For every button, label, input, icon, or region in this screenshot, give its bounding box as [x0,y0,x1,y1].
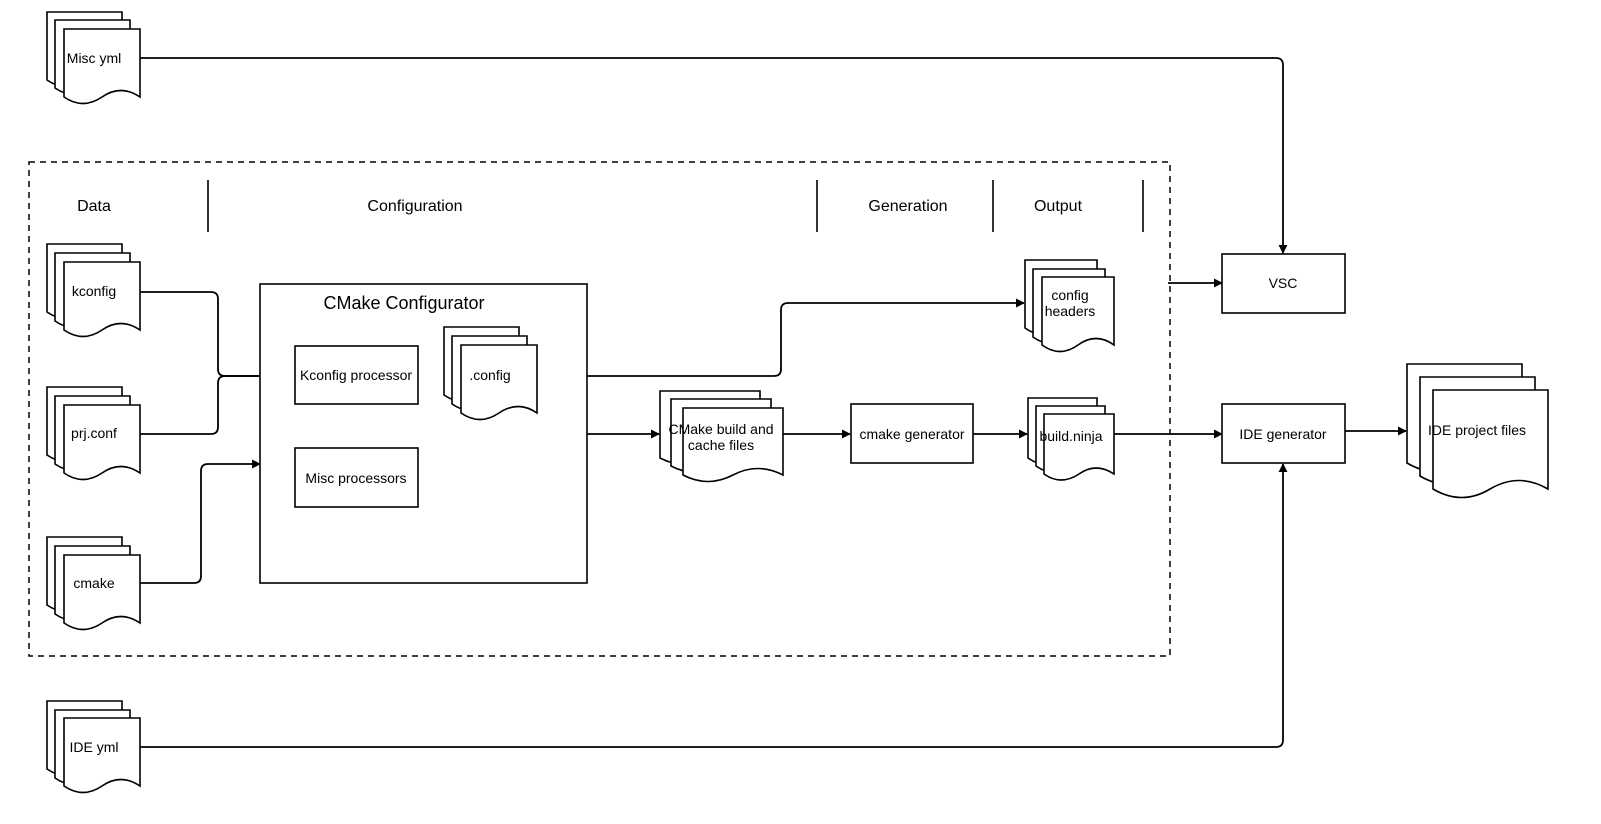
edge-config-to-config-headers [537,298,1025,377]
cmake-build-files-label-line1: CMake build and [668,421,773,437]
edge-cmake-to-configurator [140,459,261,584]
dot-config-document: .config [443,326,538,421]
config-headers-document: config headers [1024,259,1115,353]
kconfig-document: kconfig [46,243,141,338]
cmake-configurator-title: CMake Configurator [323,293,484,313]
kconfig-processor-box: Kconfig processor [294,345,419,405]
vsc-label: VSC [1269,275,1298,291]
edge-prj-conf-to-kconfig-processor [140,371,296,435]
kconfig-processor-label: Kconfig processor [300,367,412,383]
cmake-build-cache-files-document: CMake build and cache files [659,390,784,483]
edge-misc-yml-to-vsc [140,57,1288,254]
config-headers-label-line1: config [1051,287,1088,303]
cmake-build-files-label-line2: cache files [688,437,754,453]
cmake-document: cmake [46,536,141,631]
section-header-output: Output [1034,198,1083,215]
misc-yml-document: Misc yml [46,11,141,105]
build-system-boundary [28,161,1171,657]
cmake-generator-label: cmake generator [859,426,964,442]
ide-generator-box: IDE generator [1221,403,1346,464]
prj-conf-label: prj.conf [71,425,117,441]
kconfig-label: kconfig [72,283,116,299]
ide-generator-label: IDE generator [1239,426,1326,442]
prj-conf-document: prj.conf [46,386,141,481]
ide-yml-document: IDE yml [46,700,141,794]
section-header-generation: Generation [868,198,947,215]
build-ninja-label: build.ninja [1039,428,1102,444]
ide-project-files-label: IDE project files [1428,422,1526,438]
section-header-data: Data [77,198,111,215]
vsc-box: VSC [1221,253,1346,314]
section-header-configuration: Configuration [367,198,462,215]
build-ninja-document: build.ninja [1027,397,1115,481]
cmake-configurator-box: CMake Configurator [259,283,588,584]
edge-ide-yml-to-ide-generator [140,463,1288,748]
misc-processors-label: Misc processors [305,470,406,486]
cmake-label: cmake [73,575,114,591]
misc-yml-label: Misc yml [67,50,121,66]
cmake-generator-box: cmake generator [850,403,974,464]
config-headers-label-line2: headers [1045,303,1096,319]
dot-config-label: .config [469,367,510,383]
misc-processors-box: Misc processors [294,447,419,508]
ide-yml-label: IDE yml [70,739,119,755]
ide-project-files-document: IDE project files [1406,363,1549,499]
